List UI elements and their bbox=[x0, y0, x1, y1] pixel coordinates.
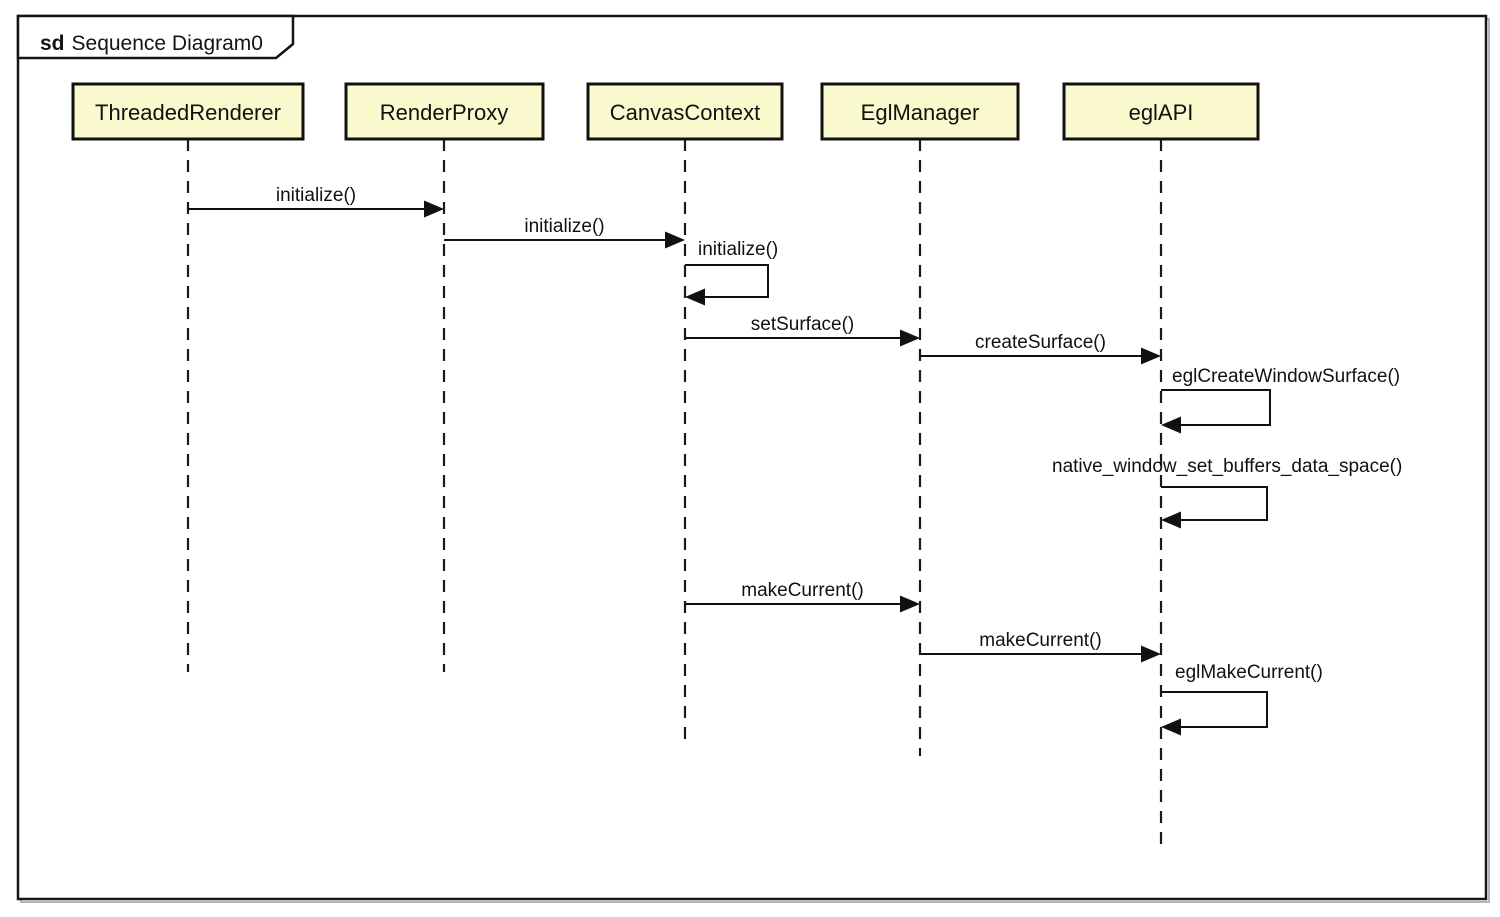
participant-box-eglmanager bbox=[820, 82, 1020, 141]
participant-label-eglmanager: EglManager bbox=[861, 100, 980, 125]
arrowhead-eglcreatewindowsurface bbox=[1161, 416, 1181, 434]
participant-box-renderproxy bbox=[344, 82, 545, 141]
message-label-setsurface: setSurface() bbox=[751, 314, 854, 335]
message-label-initialize: initialize() bbox=[524, 216, 604, 237]
self-message-loop-initialize bbox=[685, 264, 769, 298]
diagram-frame bbox=[16, 14, 1488, 901]
message-label-eglcreatewindowsurface: eglCreateWindowSurface() bbox=[1172, 366, 1400, 387]
frame-title-text: sd Sequence Diagram0 bbox=[40, 32, 263, 55]
arrowhead-initialize bbox=[665, 231, 685, 249]
participant-label-canvascontext: CanvasContext bbox=[610, 100, 760, 125]
arrowhead-initialize bbox=[424, 200, 444, 218]
arrowhead-setsurface bbox=[900, 329, 920, 347]
arrowhead-createsurface bbox=[1141, 347, 1161, 365]
message-label-makecurrent: makeCurrent() bbox=[741, 580, 863, 601]
participant-label-threadedrenderer: ThreadedRenderer bbox=[95, 100, 281, 125]
participant-label-eglapi: eglAPI bbox=[1129, 100, 1194, 125]
message-label-initialize: initialize() bbox=[276, 185, 356, 206]
self-message-loop-native-window-set-buffers-data-space bbox=[1161, 486, 1268, 521]
frame-title-pentagon bbox=[16, 14, 295, 60]
frame-title: Sequence Diagram0 bbox=[72, 32, 263, 55]
frame-keyword: sd bbox=[40, 32, 65, 55]
participant-box-canvascontext bbox=[586, 82, 784, 141]
participant-label-renderproxy: RenderProxy bbox=[380, 100, 508, 125]
self-message-loop-eglcreatewindowsurface bbox=[1161, 389, 1271, 426]
message-label-eglmakecurrent: eglMakeCurrent() bbox=[1175, 662, 1323, 683]
arrowhead-eglmakecurrent bbox=[1161, 718, 1181, 736]
arrowhead-initialize bbox=[685, 288, 705, 306]
participant-box-threadedrenderer bbox=[71, 82, 305, 141]
arrowhead-native-window-set-buffers-data-space bbox=[1161, 511, 1181, 529]
arrowhead-makecurrent bbox=[1141, 645, 1161, 663]
self-message-loop-eglmakecurrent bbox=[1161, 691, 1268, 728]
participant-box-eglapi bbox=[1062, 82, 1260, 141]
message-label-native-window-set-buffers-data-space: native_window_set_buffers_data_space() bbox=[1052, 456, 1402, 477]
message-label-initialize: initialize() bbox=[698, 239, 778, 260]
arrowhead-makecurrent bbox=[900, 595, 920, 613]
message-label-createsurface: createSurface() bbox=[975, 332, 1106, 353]
message-label-makecurrent: makeCurrent() bbox=[979, 630, 1101, 651]
